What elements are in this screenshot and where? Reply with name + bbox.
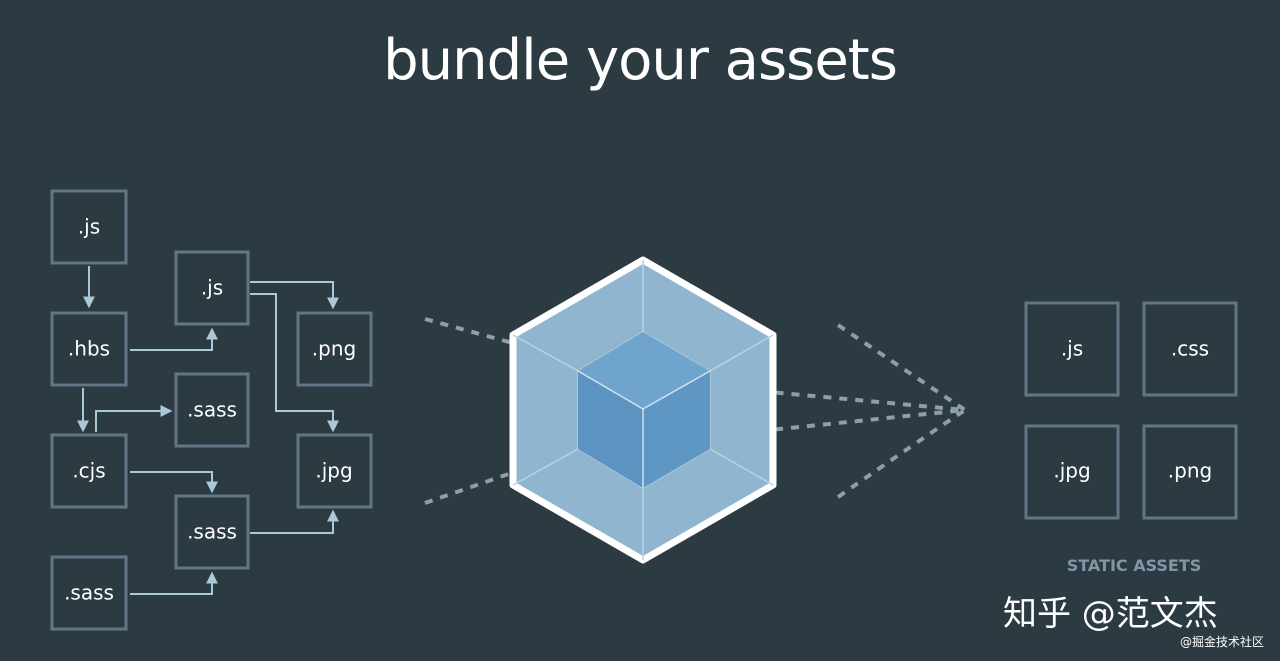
arrow-sass-to-jpg <box>250 509 339 534</box>
arrow-sass3-to-sass2 <box>130 571 218 595</box>
module-box-js: .js <box>50 189 128 265</box>
module-label: .js <box>78 215 100 239</box>
arrow-js-to-jpg <box>250 293 339 433</box>
webpack-cube-logo <box>509 256 777 564</box>
arrow-cjs-to-sass <box>95 405 173 432</box>
module-box-sass: .sass <box>50 555 128 631</box>
module-label: .js <box>201 276 223 300</box>
asset-box-js: .js <box>1024 301 1120 397</box>
asset-label: .css <box>1171 337 1209 361</box>
watermark-author: 知乎 @范文杰 <box>1003 594 1218 634</box>
module-label: .sass <box>187 520 237 544</box>
asset-label: .js <box>1061 337 1083 361</box>
module-label: .sass <box>187 398 237 422</box>
module-box-sass: .sass <box>174 494 250 570</box>
page-title: bundle your assets <box>383 28 898 93</box>
static-assets-label: STATIC ASSETS <box>1066 556 1202 575</box>
module-label: .hbs <box>68 337 110 361</box>
flow-line-in-top <box>424 317 521 347</box>
watermark-source: @掘金技术社区 <box>1179 635 1264 649</box>
asset-box-css: .css <box>1142 301 1238 397</box>
module-box-js: .js <box>174 250 250 326</box>
flow-line-in-bottom <box>424 468 521 505</box>
flow-line-out-upper-curve <box>836 323 967 412</box>
asset-box-png: .png <box>1142 424 1238 520</box>
module-box-sass: .sass <box>174 372 250 448</box>
module-label: .jpg <box>315 459 352 483</box>
dependency-connectors <box>77 266 339 595</box>
module-box-cjs: .cjs <box>50 433 128 509</box>
module-box-png: .png <box>296 311 373 387</box>
asset-label: .jpg <box>1053 459 1090 483</box>
module-label: .png <box>312 337 356 361</box>
module-box-hbs: .hbs <box>50 311 128 387</box>
arrow-js-to-png <box>250 281 339 310</box>
asset-box-jpg: .jpg <box>1024 424 1120 520</box>
cube-outer-edges <box>512 260 774 560</box>
flow-line-out-lower-curve <box>836 408 967 499</box>
asset-label: .png <box>1168 459 1212 483</box>
module-label: .cjs <box>72 459 105 483</box>
arrow-hbs-to-js <box>130 327 218 351</box>
arrow-cjs-to-sass2 <box>130 471 218 494</box>
cube-inner-edges <box>577 370 711 488</box>
module-box-jpg: .jpg <box>296 433 373 509</box>
module-label: .sass <box>64 581 114 605</box>
